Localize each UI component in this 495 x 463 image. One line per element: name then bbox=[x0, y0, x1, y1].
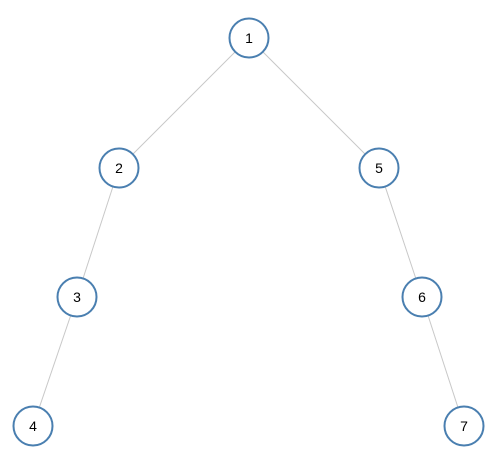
tree-node-4: 4 bbox=[12, 405, 54, 447]
node-label: 5 bbox=[375, 160, 383, 176]
edge-6-7 bbox=[421, 296, 465, 427]
node-circle bbox=[358, 147, 400, 189]
nodes-layer: 1 2 5 3 6 4 7 bbox=[12, 17, 485, 447]
tree-node-1: 1 bbox=[228, 17, 270, 59]
tree-node-6: 6 bbox=[401, 276, 443, 318]
node-label: 2 bbox=[115, 160, 123, 176]
node-circle bbox=[228, 17, 270, 59]
node-label: 7 bbox=[460, 418, 468, 434]
edges-layer bbox=[32, 37, 465, 427]
edge-3-4 bbox=[32, 296, 78, 427]
tree-node-2: 2 bbox=[98, 147, 140, 189]
edge-5-6 bbox=[378, 167, 423, 298]
node-label: 1 bbox=[245, 30, 253, 46]
node-circle bbox=[98, 147, 140, 189]
node-label: 6 bbox=[418, 289, 426, 305]
edge-2-3 bbox=[76, 167, 120, 298]
tree-node-7: 7 bbox=[443, 405, 485, 447]
edge-1-5 bbox=[248, 37, 380, 169]
tree-node-5: 5 bbox=[358, 147, 400, 189]
node-circle bbox=[12, 405, 54, 447]
node-label: 4 bbox=[29, 418, 37, 434]
node-circle bbox=[443, 405, 485, 447]
edge-1-2 bbox=[118, 37, 250, 169]
node-circle bbox=[56, 276, 98, 318]
node-circle bbox=[401, 276, 443, 318]
node-label: 3 bbox=[73, 289, 81, 305]
tree-node-3: 3 bbox=[56, 276, 98, 318]
